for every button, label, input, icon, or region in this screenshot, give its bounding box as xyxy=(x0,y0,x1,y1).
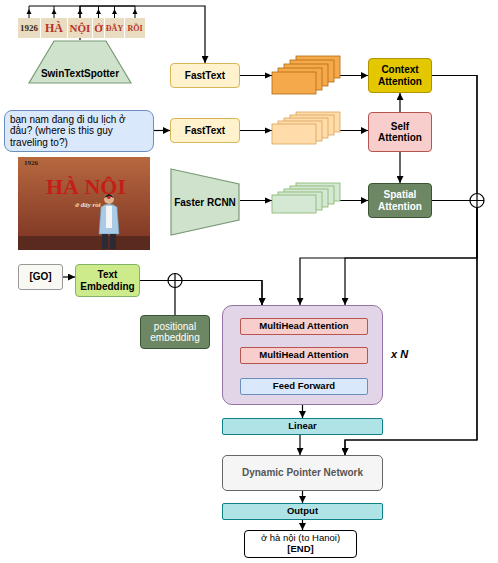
arrowhead xyxy=(27,9,32,14)
node-text: MultiHead Attention xyxy=(259,350,348,361)
feature-slab xyxy=(272,195,316,213)
detector-trapezoid: Faster RCNN xyxy=(170,168,240,238)
question-box: bạn nam đang đi du lịch ở đâu? (where is… xyxy=(4,110,154,152)
person-leg xyxy=(102,234,108,249)
start-token-box: [GO] xyxy=(18,264,63,290)
sum-symbol xyxy=(168,274,182,288)
node-text: Linear xyxy=(288,421,317,432)
photo-floor xyxy=(18,236,150,250)
node-text: SwinTextSpotter xyxy=(41,68,119,80)
layer-box: MultiHead Attention xyxy=(240,347,368,364)
photo-text: HÀ NỘI xyxy=(40,174,132,200)
node-text: Context Attention xyxy=(372,64,428,87)
arrowhead xyxy=(265,198,272,204)
embedding-box: positional embedding xyxy=(140,315,210,349)
token-wire xyxy=(29,6,135,18)
question-feature-stack xyxy=(272,112,340,144)
ocr-token: Ở xyxy=(93,18,104,38)
attention-box: Spatial Attention xyxy=(368,183,432,218)
sum-plus xyxy=(168,274,182,288)
node-text: positional embedding xyxy=(144,321,206,344)
ocr-token: HÀ xyxy=(41,18,67,38)
arrow-connector xyxy=(302,405,303,418)
arrow-connector xyxy=(302,520,303,530)
arrow-connector xyxy=(154,130,170,131)
text-feature-stack xyxy=(272,56,340,94)
node-text: Spatial Attention xyxy=(372,189,428,212)
layer-box: Output xyxy=(222,503,383,520)
photo-illustration xyxy=(18,157,150,250)
stack-arrowheads xyxy=(265,73,272,204)
person-jacket xyxy=(99,204,119,234)
embedding-box: FastText xyxy=(170,63,240,88)
arrow-connector xyxy=(299,435,300,455)
layer-box: Feed Forward xyxy=(240,378,368,395)
feature-slab xyxy=(272,124,316,144)
arrow-connector xyxy=(302,491,303,503)
node-text: [GO] xyxy=(29,271,51,283)
node-text: Feed Forward xyxy=(273,381,335,392)
visual-feature-stack xyxy=(272,183,340,213)
attention-box: Self Attention xyxy=(368,112,432,152)
node-text: Faster RCNN xyxy=(174,197,236,209)
embedding-box: Text Embedding xyxy=(75,264,140,297)
ocr-token: NỘI xyxy=(68,18,92,38)
answer-box: ở hà nội (to Hanoi)[END] xyxy=(244,530,357,558)
node-text: x N xyxy=(391,348,408,361)
node-text: FastText xyxy=(185,70,225,82)
token-arrowheads xyxy=(27,9,138,14)
node-text: Self Attention xyxy=(372,121,428,144)
ocr-token: 1926 xyxy=(18,18,40,38)
sum-circle xyxy=(168,274,182,288)
text-spotter-trapezoid-shape xyxy=(29,41,131,83)
arrow-connector xyxy=(399,152,400,183)
arrowhead xyxy=(96,9,101,14)
pointer-network-box: Dynamic Pointer Network xyxy=(222,455,383,491)
layer-box: Linear xyxy=(222,418,383,435)
node-text: MultiHead Attention xyxy=(259,321,348,332)
arrow-connector xyxy=(345,76,477,306)
photo-text: 1926 xyxy=(20,158,42,168)
connector-group xyxy=(63,6,477,530)
arrowhead xyxy=(52,9,57,14)
arrowhead xyxy=(112,9,117,14)
node-text: Text Embedding xyxy=(79,269,136,292)
arrow-connector xyxy=(140,281,262,306)
photo-wall xyxy=(18,157,150,250)
feature-slab xyxy=(272,72,316,94)
node-text: Dynamic Pointer Network xyxy=(242,467,363,479)
sum-circle xyxy=(470,194,484,208)
arrowhead xyxy=(265,128,272,134)
sum-symbol xyxy=(470,194,484,208)
token-arrows xyxy=(29,6,135,18)
attention-box: Context Attention xyxy=(368,58,432,93)
arrow-connector xyxy=(63,276,75,277)
person-leg xyxy=(110,234,116,249)
person-shirt xyxy=(106,206,112,228)
node-text: ở hà nội (to Hanoi) xyxy=(261,533,340,544)
arrowhead xyxy=(265,73,272,79)
node-text: Output xyxy=(287,506,318,517)
detector-trapezoid-shape xyxy=(171,169,239,235)
decoder-block: x NMultiHead AttentionMultiHead Attentio… xyxy=(222,305,383,405)
arrow-connector xyxy=(399,93,400,112)
node-text: bạn nam đang đi du lịch ở đâu? (where is… xyxy=(10,114,148,149)
embedding-box: FastText xyxy=(170,118,240,143)
text-spotter-trapezoid: SwinTextSpotter xyxy=(28,40,132,84)
arrowhead xyxy=(133,9,138,14)
node-text: FastText xyxy=(185,125,225,137)
ocr-token: RỒI xyxy=(125,18,145,38)
sum-plus xyxy=(470,194,484,208)
ocr-token: ĐÂY xyxy=(105,18,124,38)
node-text: [END] xyxy=(287,544,313,555)
layer-box: MultiHead Attention xyxy=(240,318,368,335)
photo-text: ở đây rồi xyxy=(68,200,108,210)
